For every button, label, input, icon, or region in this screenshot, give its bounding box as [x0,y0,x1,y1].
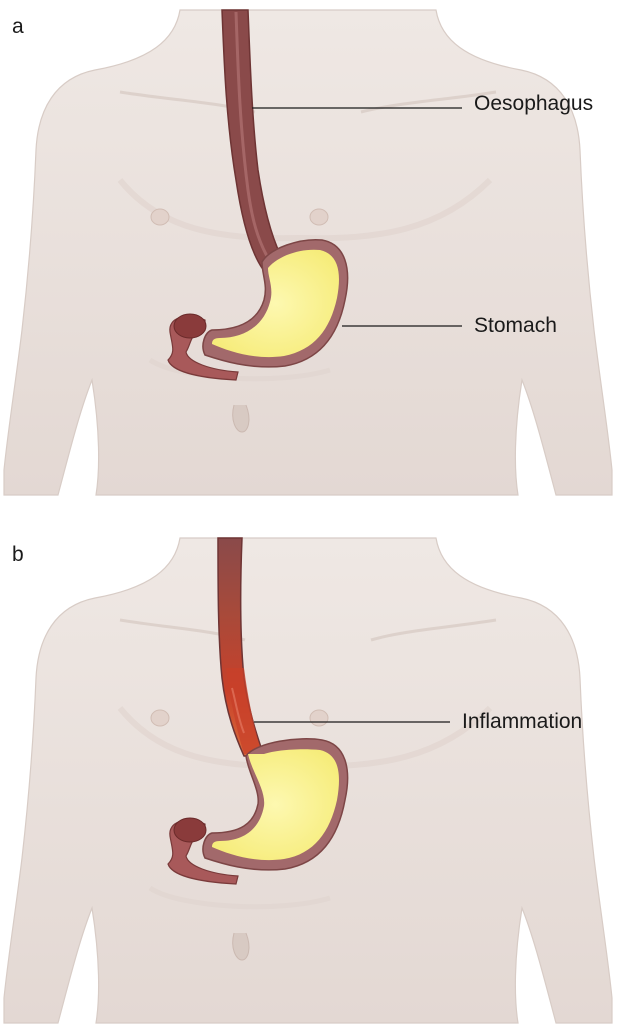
pylorus [174,818,206,842]
torso-illustration-inflamed [0,528,628,1028]
pylorus [174,314,206,338]
torso-illustration-normal [0,0,628,500]
label-inflammation: Inflammation [462,711,582,732]
nipple-left [151,209,169,225]
label-oesophagus: Oesophagus [474,93,593,114]
nipple-left [151,710,169,726]
nipple-right [310,710,328,726]
panel-letter-a: a [12,16,24,37]
label-stomach: Stomach [474,315,557,336]
nipple-right [310,209,328,225]
panel-letter-b: b [12,544,24,565]
panel-b: b Inflammation [0,528,628,1028]
panel-a: a Oesophagus Stomach [0,0,628,500]
